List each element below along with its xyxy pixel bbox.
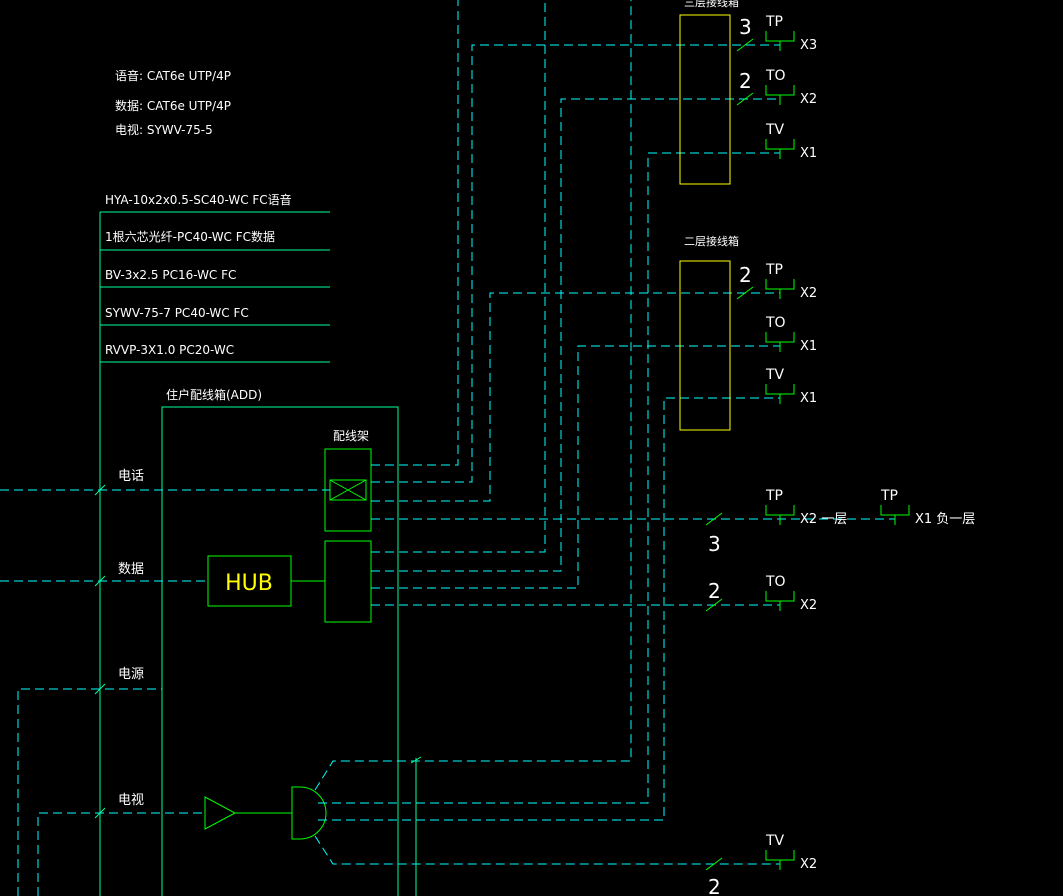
outlet-count-label: X2 <box>800 857 817 872</box>
add-box <box>161 406 399 896</box>
outlet-symbol-icon <box>765 279 795 299</box>
outlet-symbol-icon <box>765 31 795 51</box>
outlet-symbol-icon <box>765 591 795 611</box>
cable-table <box>99 211 330 896</box>
wire-count-tick <box>705 512 723 526</box>
outlet-count-label: X1 <box>800 391 817 406</box>
outlet-tp-0: TP X3 3 <box>736 14 817 53</box>
outlet-count-label: X2 <box>800 92 817 107</box>
input-data-label: 数据 <box>118 562 144 577</box>
third-floor-box-label: 三层接线箱 <box>684 0 739 9</box>
wire-count-label: 3 <box>739 15 752 39</box>
tv-amplifier <box>204 796 237 830</box>
outlet-symbol-label: TO <box>765 68 786 84</box>
data-switch-panel <box>324 540 372 623</box>
wire-count-tick <box>736 92 754 106</box>
wire-count-tick <box>705 857 723 871</box>
wire-count-label: 2 <box>708 579 721 603</box>
second-floor-box-label: 二层接线箱 <box>684 234 739 248</box>
outlet-symbol-icon <box>765 332 795 352</box>
outlet-symbol-icon <box>765 505 795 525</box>
table-row-voice: HYA-10x2x0.5-SC40-WC FC语音 <box>105 192 292 207</box>
outlet-symbol-icon <box>880 505 910 525</box>
outlet-tp-6: TP X2 一层 3 <box>705 488 847 556</box>
outlet-symbol-icon <box>765 850 795 870</box>
legend-data: 数据: CAT6e UTP/4P <box>115 98 231 113</box>
wire-count-tick <box>736 286 754 300</box>
input-tv-label: 电视 <box>118 793 144 808</box>
wire-count-label: 2 <box>739 69 752 93</box>
table-row-signal: RVVP-3X1.0 PC20-WC <box>105 343 234 357</box>
wire-count-tick <box>705 598 723 612</box>
wire-count-label: 3 <box>708 532 721 556</box>
outlet-count-label: X2 一层 <box>800 512 847 527</box>
tv-splitter <box>291 786 327 840</box>
table-row-fiber: 1根六芯光纤-PC40-WC FC数据 <box>105 229 275 244</box>
outlet-symbol-label: TP <box>880 488 898 504</box>
outlet-tv-9: TV X2 2 <box>705 833 817 896</box>
input-power-label: 电源 <box>118 667 144 682</box>
outlet-symbol-label: TO <box>765 574 786 590</box>
outlet-symbol-icon <box>765 139 795 159</box>
outlet-to-8: TO X2 2 <box>705 574 817 613</box>
outlet-count-label: X3 <box>800 38 817 53</box>
outlet-to-4: TO X1 <box>765 315 817 354</box>
wire-count-tick <box>736 38 754 52</box>
outlet-tv-2: TV X1 <box>765 122 817 161</box>
outlet-symbol-label: TV <box>765 367 785 383</box>
outlet-symbol-label: TO <box>765 315 786 331</box>
second-floor-box <box>679 260 731 431</box>
outlet-count-label: X2 <box>800 598 817 613</box>
outlet-count-label: X1 <box>800 146 817 161</box>
outlet-to-1: TO X2 2 <box>736 68 817 107</box>
patch-panel-label: 配线架 <box>333 429 369 443</box>
outlet-tv-5: TV X1 <box>765 367 817 406</box>
outlet-symbol-label: TP <box>765 488 783 504</box>
cable-legend: 语音: CAT6e UTP/4P 数据: CAT6e UTP/4P 电视: SY… <box>115 68 231 137</box>
wire-count-label: 2 <box>708 875 721 896</box>
outlet-symbol-label: TV <box>765 833 785 849</box>
outlet-symbol-label: TV <box>765 122 785 138</box>
outlet-symbol-icon <box>765 85 795 105</box>
outlet-tp-3: TP X2 2 <box>736 262 817 301</box>
hub-label: HUB <box>225 571 273 596</box>
outlet-count-label: X1 负一层 <box>915 512 975 527</box>
outlet-symbol-label: TP <box>765 14 783 30</box>
outlet-symbol-icon <box>765 384 795 404</box>
third-floor-box <box>679 14 731 185</box>
legend-voice: 语音: CAT6e UTP/4P <box>115 68 231 83</box>
add-box-label: 住户配线箱(ADD) <box>166 387 262 402</box>
outlet-tp-7: TP X1 负一层 <box>880 488 975 527</box>
table-row-power: BV-3x2.5 PC16-WC FC <box>105 268 236 282</box>
outlet-count-label: X2 <box>800 286 817 301</box>
outlet-count-label: X1 <box>800 339 817 354</box>
wire-count-label: 2 <box>739 263 752 287</box>
table-row-tv: SYWV-75-7 PC40-WC FC <box>105 306 249 320</box>
outlet-symbol-label: TP <box>765 262 783 278</box>
patch-panel-symbol <box>329 479 367 501</box>
legend-tv: 电视: SYWV-75-5 <box>115 122 213 137</box>
cable-runs <box>0 0 895 896</box>
input-phone-label: 电话 <box>118 469 144 484</box>
